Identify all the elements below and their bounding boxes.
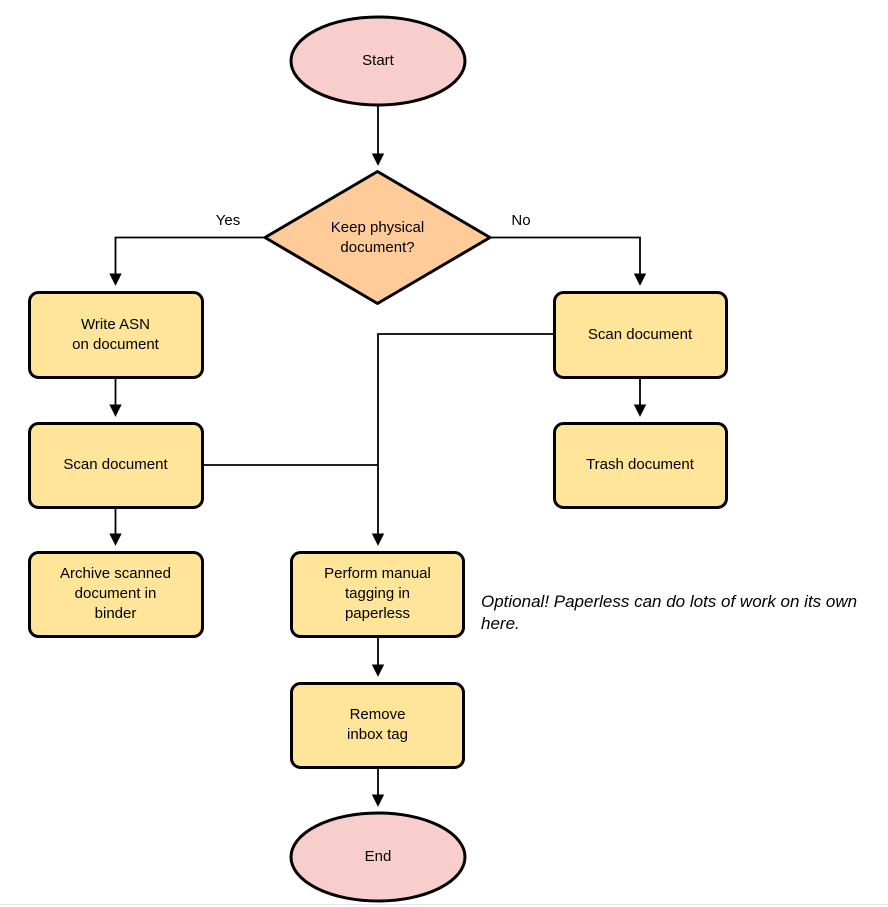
start-terminator-shape	[289, 15, 467, 107]
edge-label-no: No	[511, 212, 531, 229]
archive-shape	[28, 551, 204, 638]
scan-right-shape	[553, 291, 728, 379]
trash-shape	[553, 422, 728, 509]
edge-scan-right-to-tagging	[371, 333, 553, 546]
edge-decision-yes-to-write-asn	[109, 236, 265, 286]
tagging-shape	[290, 551, 465, 638]
edge-decision-no-to-scan-right	[490, 236, 647, 286]
edge-label-yes: Yes	[215, 212, 241, 229]
write-asn-shape	[28, 291, 204, 379]
page-bottom-divider	[0, 904, 888, 905]
scan-left-shape	[28, 422, 204, 509]
decision-diamond-shape	[263, 170, 492, 305]
end-terminator-shape	[289, 811, 467, 903]
remove-inbox-shape	[290, 682, 465, 769]
optional-annotation-text: Optional! Paperless can do lots of work …	[481, 592, 858, 633]
